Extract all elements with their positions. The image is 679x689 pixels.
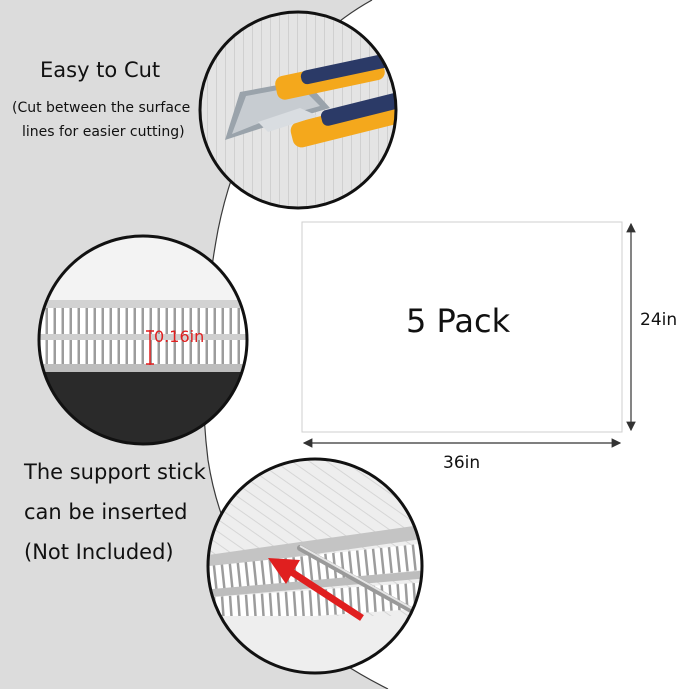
height-label: 24in bbox=[640, 310, 678, 330]
easy-to-cut-note-line1: (Cut between the surface bbox=[12, 100, 191, 116]
width-label: 36in bbox=[443, 453, 481, 473]
utility-knife-icon bbox=[198, 10, 398, 210]
support-stick-line2: can be inserted bbox=[24, 500, 188, 524]
easy-to-cut-title: Easy to Cut bbox=[40, 58, 161, 82]
pack-count-label: 5 Pack bbox=[406, 302, 511, 340]
product-board bbox=[301, 221, 623, 433]
support-stick-line1: The support stick bbox=[24, 460, 206, 484]
thickness-label: 0.16in bbox=[154, 327, 205, 346]
support-stick-line3: (Not Included) bbox=[24, 540, 174, 564]
corrugated-board-edge-icon bbox=[37, 234, 249, 446]
easy-to-cut-note-line2: lines for easier cutting) bbox=[22, 124, 185, 140]
support-stick-icon bbox=[206, 457, 424, 675]
